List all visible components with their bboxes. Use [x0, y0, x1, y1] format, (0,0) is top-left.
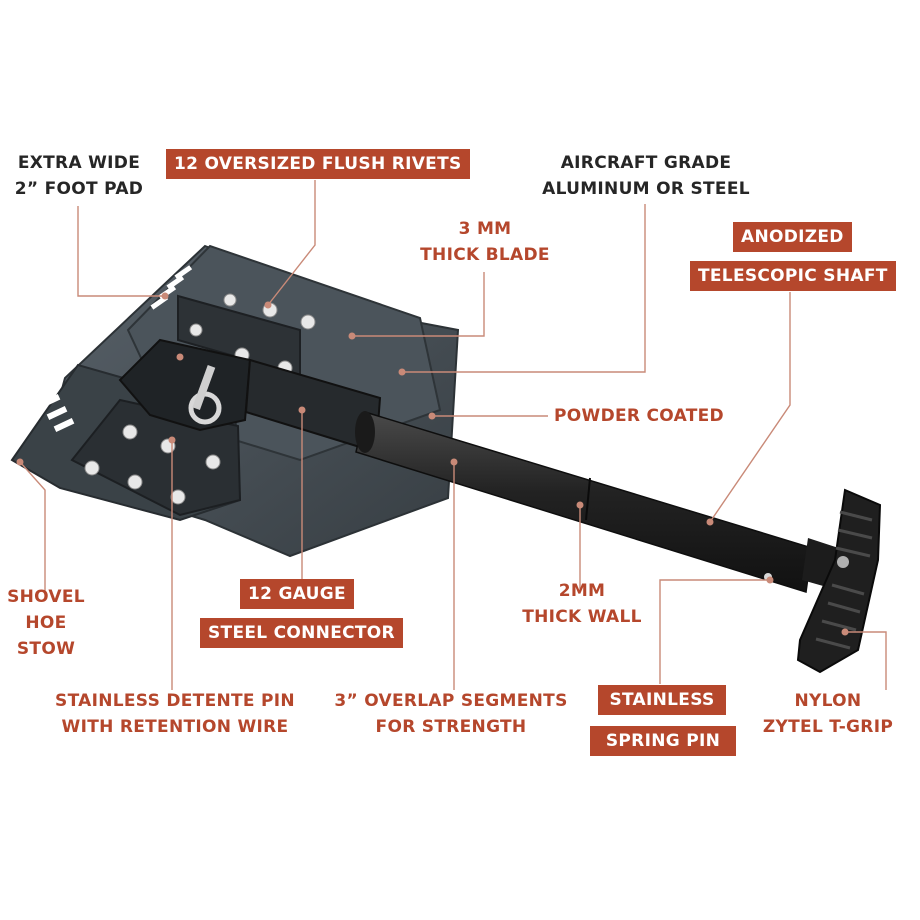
label-detente-pin: STAINLESS DETENTE PIN WITH RETENTION WIR… — [55, 691, 295, 737]
label-rivets: 12 OVERSIZED FLUSH RIVETS — [166, 149, 470, 179]
label-thick-blade: 3 MM THICK BLADE — [420, 219, 550, 265]
label-telescopic-shaft: TELESCOPIC SHAFT — [690, 261, 896, 291]
label-anodized: ANODIZED — [733, 222, 852, 252]
label-extra-wide: EXTRA WIDE 2” FOOT PAD — [14, 153, 144, 199]
label-powder-coated: POWDER COATED — [554, 406, 724, 426]
label-shovel-hoe-stow: SHOVEL HOE STOW — [7, 587, 85, 659]
label-spring-pin: SPRING PIN — [590, 726, 736, 756]
leader-lines — [19, 180, 887, 690]
label-overlap-segments: 3” OVERLAP SEGMENTS FOR STRENGTH — [334, 691, 568, 737]
telescopic-shaft — [355, 411, 813, 593]
label-thick-wall: 2MM THICK WALL — [522, 581, 642, 627]
label-12-gauge: 12 GAUGE — [240, 579, 354, 609]
label-nylon-t-grip: NYLON ZYTEL T-GRIP — [762, 691, 894, 737]
label-stainless: STAINLESS — [598, 685, 726, 715]
label-aircraft-grade: AIRCRAFT GRADE ALUMINUM OR STEEL — [542, 153, 750, 199]
leader-dots — [16, 292, 849, 636]
label-steel-connector: STEEL CONNECTOR — [200, 618, 403, 648]
t-grip — [796, 488, 882, 674]
